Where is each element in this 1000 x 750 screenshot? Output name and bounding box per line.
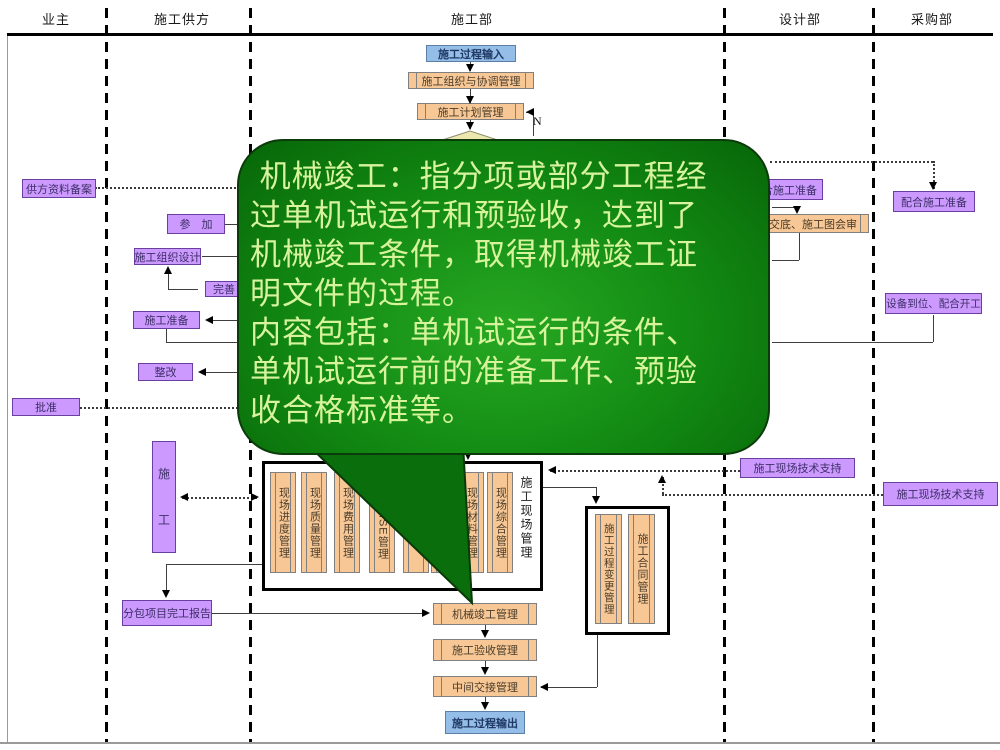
arrowhead [205, 316, 213, 324]
flow-connector [166, 564, 262, 565]
node-org-design: 施工组织设计 [134, 248, 201, 265]
node-rectify: 整改 [138, 363, 193, 381]
flow-connector [225, 224, 240, 225]
arrowhead [526, 108, 534, 116]
lane-header-procurement-dept: 采购部 [910, 12, 954, 27]
lane-header-owner: 业主 [41, 12, 71, 27]
node-process-change: 施工过程变更管理 [595, 514, 622, 624]
callout-bubble-text: 机械竣工：指分项或部分工程经 过单机试运行和预验收，达到了 机械竣工条件，取得机… [250, 159, 708, 428]
arrowhead [793, 206, 801, 214]
group-site-management: 现场进度管理 现场质量管理 现场费用管理 现场HSE管理 现场材料管理 现场综合… [262, 461, 543, 591]
arrowhead [466, 96, 474, 104]
arrowhead [929, 182, 937, 190]
group-change-contract: 施工过程变更管理 施工合同管理 [585, 506, 670, 635]
node-mech-completion: 机械竣工管理 [433, 603, 537, 625]
flow-connector [182, 497, 257, 499]
lane-header-design-dept: 设计部 [778, 12, 822, 27]
flow-connector [770, 161, 933, 163]
node-proc-coop-prep: 配合施工准备 [893, 191, 975, 212]
node-equipment-arrival: 设备到位、配合开工 [885, 293, 982, 314]
flow-connector [166, 329, 167, 342]
node-contract-mgmt: 施工合同管理 [628, 514, 655, 624]
flow-connector [80, 407, 242, 409]
node-handover: 中间交接管理 [433, 676, 537, 697]
arrowhead [180, 493, 188, 501]
header-divider-line [7, 33, 993, 36]
node-perfect: 完善 [205, 281, 243, 297]
flow-connector [550, 470, 740, 472]
flow-connector [772, 207, 797, 208]
node-proc-tech-support: 施工现场技术支持 [883, 482, 998, 506]
node-site-cost: 现场费用管理 [334, 472, 360, 573]
flow-connector [200, 372, 240, 373]
node-construction: 施 工 [152, 441, 176, 553]
flow-connector [596, 487, 597, 502]
flow-connector [772, 260, 799, 261]
node-plan-management: 施工计划管理 [417, 103, 524, 120]
node-subcontract-report: 分包项目完工报告 [122, 600, 212, 626]
flow-connector [210, 613, 426, 614]
arrowhead [592, 496, 600, 504]
arrowhead [481, 702, 489, 710]
node-site-hidden-a [403, 472, 429, 573]
lane-header-supplier: 施工供方 [153, 12, 211, 27]
group-site-management-label: 施工现场管理 [519, 476, 533, 560]
flow-connector [772, 342, 933, 343]
node-site-schedule: 现场进度管理 [270, 472, 296, 573]
node-site-material: 现场材料管理 [458, 472, 484, 573]
arrowhead [481, 667, 489, 675]
flow-connector [662, 494, 883, 496]
node-disclosure-review: 交底、施工图会审 [757, 214, 869, 233]
flow-connector [543, 487, 596, 488]
node-site-comprehensive: 现场综合管理 [487, 472, 513, 573]
arrowhead [481, 630, 489, 638]
node-process-output: 施工过程输出 [445, 711, 525, 734]
node-site-hse: 现场HSE管理 [369, 472, 395, 573]
arrowhead [198, 368, 206, 376]
node-acceptance: 施工验收管理 [433, 639, 537, 661]
lane-divider-4 [872, 8, 875, 742]
flow-connector [470, 88, 471, 103]
node-process-input: 施工过程输入 [426, 45, 516, 62]
frame-left-line [7, 33, 8, 743]
node-supplier-record: 供方资料备案 [22, 179, 96, 198]
arrowhead [466, 64, 474, 72]
arrowhead [162, 590, 170, 598]
arrowhead [658, 475, 666, 483]
flow-connector [533, 112, 534, 136]
node-design-tech-support: 施工现场技术支持 [740, 458, 855, 478]
lane-header-construction-dept: 施工部 [450, 12, 494, 27]
flow-connector [662, 477, 664, 494]
flow-connector [207, 320, 240, 321]
flow-connector [597, 635, 598, 687]
flow-connector [166, 564, 167, 594]
flow-connector [166, 342, 240, 343]
flow-connector [933, 315, 934, 342]
arrowhead [466, 122, 474, 130]
flow-connector [168, 268, 169, 289]
arrowhead [548, 466, 556, 474]
frame-bottom-line [0, 742, 1000, 744]
node-site-hidden-b [431, 472, 457, 573]
arrowhead [540, 683, 548, 691]
node-participate: 参 加 [167, 214, 225, 234]
node-site-quality: 现场质量管理 [301, 472, 327, 573]
node-construction-prep: 施工准备 [133, 311, 200, 329]
node-approve: 批准 [12, 398, 80, 416]
flow-connector [168, 289, 198, 290]
flow-connector [95, 187, 240, 189]
lane-divider-1 [105, 8, 108, 742]
node-org-coordination: 施工组织与协调管理 [408, 72, 534, 89]
flow-connector [933, 161, 935, 189]
flow-connector [799, 233, 800, 260]
arrowhead [422, 609, 430, 617]
flow-connector [541, 687, 597, 688]
arrowhead [164, 266, 172, 274]
flow-connector [202, 256, 240, 257]
decision-no-label: N [533, 114, 542, 128]
arrowhead [251, 493, 259, 501]
